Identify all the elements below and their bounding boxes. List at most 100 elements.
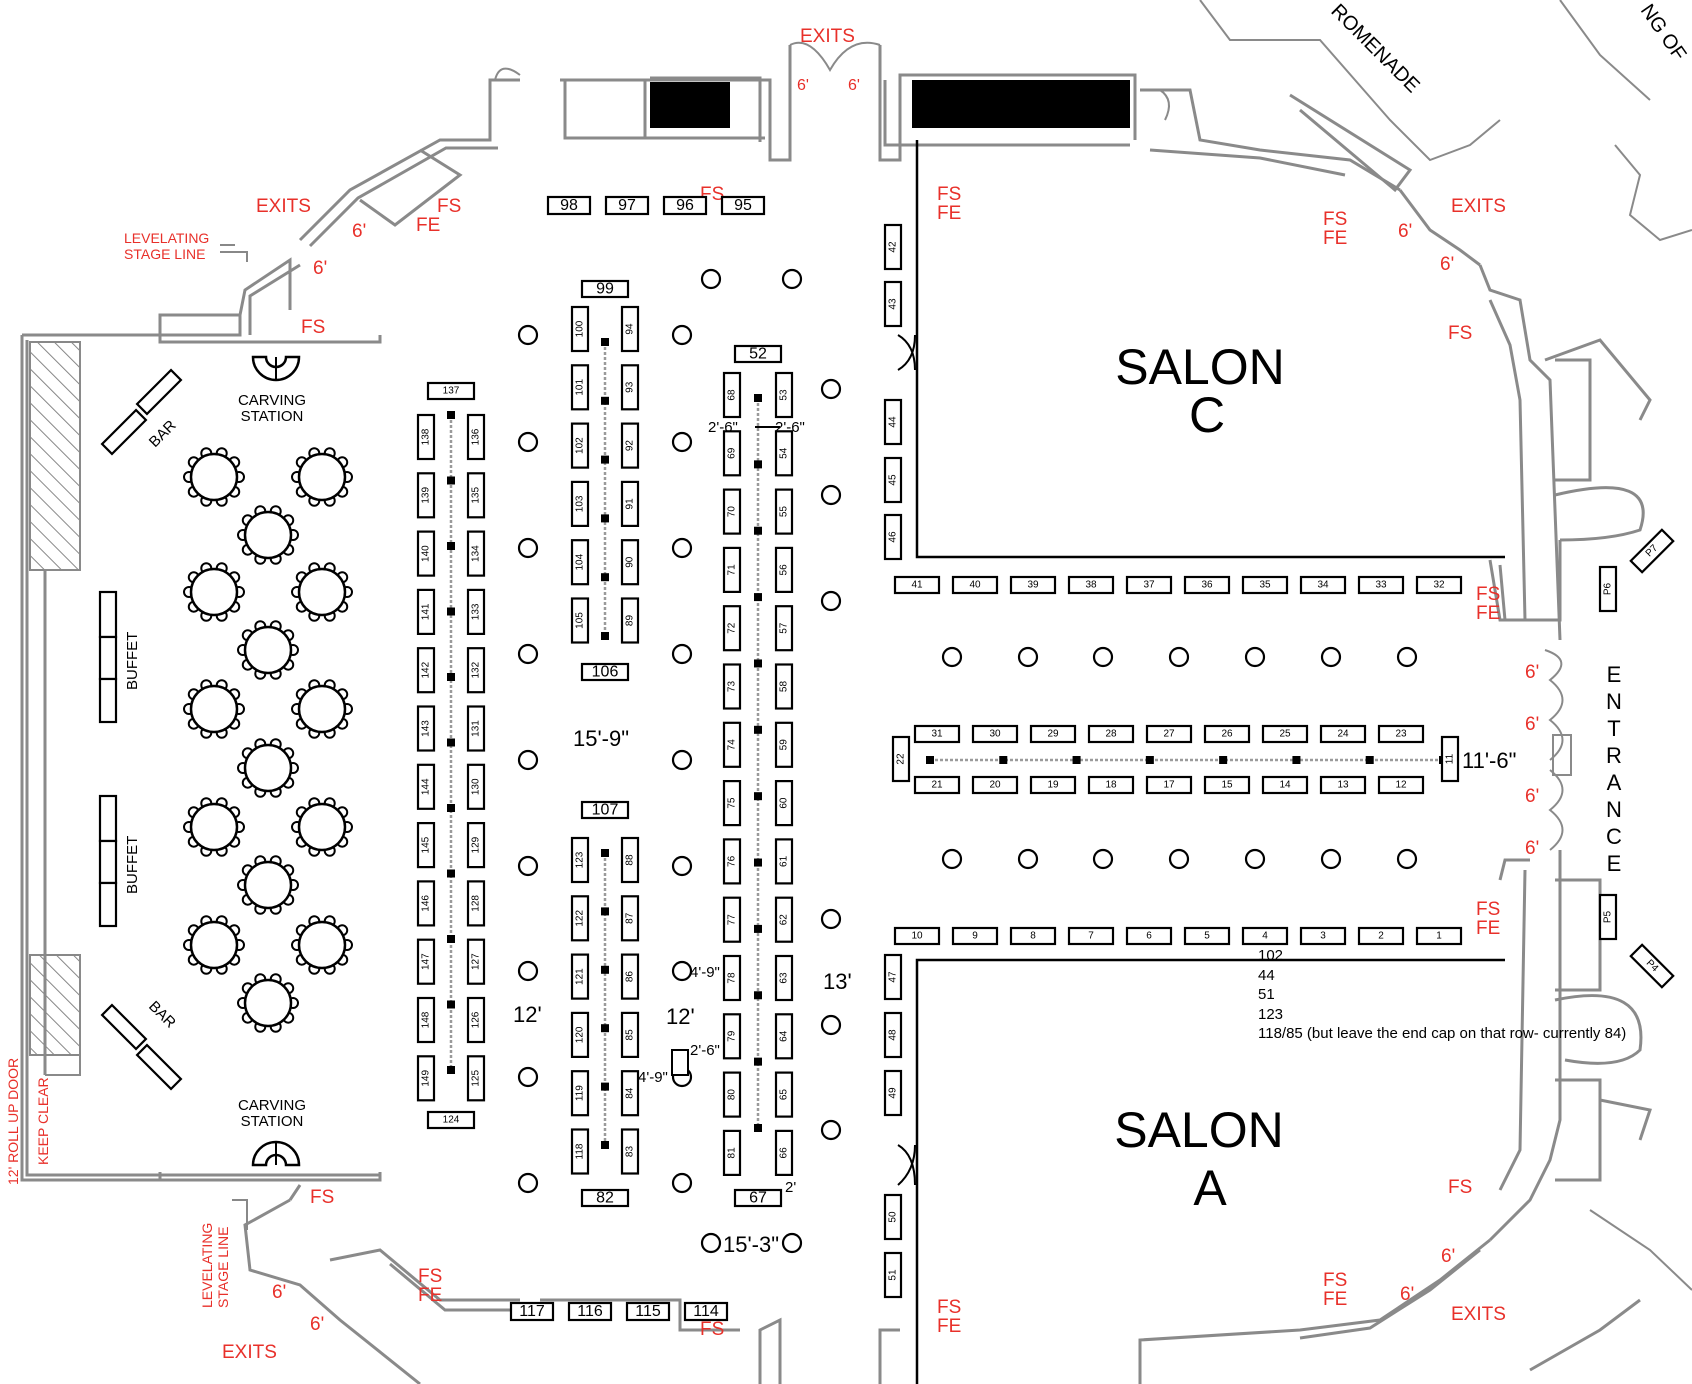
- booth-78[interactable]: 78: [722, 954, 742, 1002]
- booth-102[interactable]: 102: [570, 422, 590, 469]
- booth-55[interactable]: 55: [774, 488, 794, 535]
- booth-116[interactable]: 116: [567, 1301, 613, 1322]
- booth-81[interactable]: 81: [722, 1129, 742, 1177]
- booth-23[interactable]: 23: [1377, 724, 1425, 744]
- booth-138[interactable]: 138: [416, 413, 436, 461]
- booth-20[interactable]: 20: [971, 775, 1019, 795]
- booth-123[interactable]: 123: [570, 836, 590, 884]
- booth-47[interactable]: 47: [883, 953, 903, 1001]
- booth-44[interactable]: 44: [883, 398, 903, 446]
- booth-59[interactable]: 59: [774, 721, 794, 768]
- booth-34[interactable]: 34: [1299, 575, 1347, 595]
- booth-39[interactable]: 39: [1009, 575, 1057, 595]
- booth-120[interactable]: 120: [570, 1011, 590, 1059]
- booth-100[interactable]: 100: [570, 305, 590, 353]
- booth-38[interactable]: 38: [1067, 575, 1115, 595]
- booth-125[interactable]: 125: [466, 1055, 486, 1102]
- booth-18[interactable]: 18: [1087, 775, 1135, 795]
- booth-103[interactable]: 103: [570, 480, 590, 527]
- booth-145[interactable]: 145: [416, 821, 436, 869]
- booth-31[interactable]: 31: [913, 724, 961, 744]
- booth-96[interactable]: 96: [662, 195, 708, 216]
- booth-143[interactable]: 143: [416, 705, 436, 752]
- booth-53[interactable]: 53: [774, 371, 794, 419]
- booth-42[interactable]: 42: [883, 223, 903, 271]
- booth-128[interactable]: 128: [466, 880, 486, 927]
- booth-146[interactable]: 146: [416, 880, 436, 927]
- booth-132[interactable]: 132: [466, 647, 486, 694]
- booth-149[interactable]: 149: [416, 1055, 436, 1102]
- booth-148[interactable]: 148: [416, 996, 436, 1044]
- booth-95[interactable]: 95: [720, 195, 766, 216]
- booth-94[interactable]: 94: [620, 305, 640, 353]
- booth-74[interactable]: 74: [722, 721, 742, 768]
- booth-P7[interactable]: P7: [1629, 528, 1675, 574]
- booth-27[interactable]: 27: [1145, 724, 1193, 744]
- booth-36[interactable]: 36: [1183, 575, 1231, 595]
- booth-57[interactable]: 57: [774, 605, 794, 652]
- booth-90[interactable]: 90: [620, 539, 640, 586]
- booth-P5[interactable]: P5: [1598, 893, 1618, 941]
- booth-127[interactable]: 127: [466, 938, 486, 985]
- booth-62[interactable]: 62: [774, 896, 794, 943]
- booth-P4[interactable]: P4: [1629, 943, 1675, 989]
- booth-117[interactable]: 117: [509, 1301, 555, 1322]
- booth-105[interactable]: 105: [570, 597, 590, 644]
- booth-61[interactable]: 61: [774, 838, 794, 885]
- booth-28[interactable]: 28: [1087, 724, 1135, 744]
- booth-140[interactable]: 140: [416, 530, 436, 577]
- booth-129[interactable]: 129: [466, 821, 486, 869]
- booth-83[interactable]: 83: [620, 1128, 640, 1175]
- booth-2[interactable]: 2: [1357, 926, 1405, 946]
- booth-14[interactable]: 14: [1261, 775, 1309, 795]
- booth-71[interactable]: 71: [722, 546, 742, 594]
- booth-87[interactable]: 87: [620, 895, 640, 942]
- booth-92[interactable]: 92: [620, 422, 640, 469]
- booth-65[interactable]: 65: [774, 1071, 794, 1118]
- booth-104[interactable]: 104: [570, 539, 590, 586]
- booth-64[interactable]: 64: [774, 1013, 794, 1060]
- booth-97[interactable]: 97: [604, 195, 650, 216]
- booth-58[interactable]: 58: [774, 663, 794, 710]
- booth-75[interactable]: 75: [722, 779, 742, 827]
- booth-79[interactable]: 79: [722, 1013, 742, 1060]
- booth-35[interactable]: 35: [1241, 575, 1289, 595]
- booth-99[interactable]: 99: [580, 279, 630, 299]
- booth-118[interactable]: 118: [570, 1128, 590, 1175]
- booth-49[interactable]: 49: [883, 1069, 903, 1117]
- booth-7[interactable]: 7: [1067, 926, 1115, 946]
- booth-76[interactable]: 76: [722, 838, 742, 885]
- booth-15[interactable]: 15: [1203, 775, 1251, 795]
- booth-4[interactable]: 4: [1241, 926, 1289, 946]
- booth-137[interactable]: 137: [426, 381, 476, 401]
- booth-89[interactable]: 89: [620, 597, 640, 644]
- booth-130[interactable]: 130: [466, 763, 486, 810]
- booth-17[interactable]: 17: [1145, 775, 1193, 795]
- booth-77[interactable]: 77: [722, 896, 742, 943]
- booth-73[interactable]: 73: [722, 663, 742, 710]
- booth-141[interactable]: 141: [416, 588, 436, 636]
- booth-6[interactable]: 6: [1125, 926, 1173, 946]
- booth-70[interactable]: 70: [722, 488, 742, 535]
- booth-69[interactable]: 69: [722, 430, 742, 477]
- booth-52[interactable]: 52: [733, 344, 783, 364]
- booth-37[interactable]: 37: [1125, 575, 1173, 595]
- booth-101[interactable]: 101: [570, 364, 590, 411]
- booth-13[interactable]: 13: [1319, 775, 1367, 795]
- booth-122[interactable]: 122: [570, 895, 590, 942]
- booth-133[interactable]: 133: [466, 588, 486, 636]
- booth-8[interactable]: 8: [1009, 926, 1057, 946]
- booth-19[interactable]: 19: [1029, 775, 1077, 795]
- booth-24[interactable]: 24: [1319, 724, 1367, 744]
- booth-67[interactable]: 67: [733, 1188, 783, 1208]
- booth-43[interactable]: 43: [883, 280, 903, 328]
- booth-135[interactable]: 135: [466, 472, 486, 519]
- booth-9[interactable]: 9: [951, 926, 999, 946]
- booth-48[interactable]: 48: [883, 1011, 903, 1059]
- booth-30[interactable]: 30: [971, 724, 1019, 744]
- booth-21[interactable]: 21: [913, 775, 961, 795]
- booth-119[interactable]: 119: [570, 1070, 590, 1117]
- booth-72[interactable]: 72: [722, 605, 742, 652]
- booth-40[interactable]: 40: [951, 575, 999, 595]
- booth-147[interactable]: 147: [416, 938, 436, 985]
